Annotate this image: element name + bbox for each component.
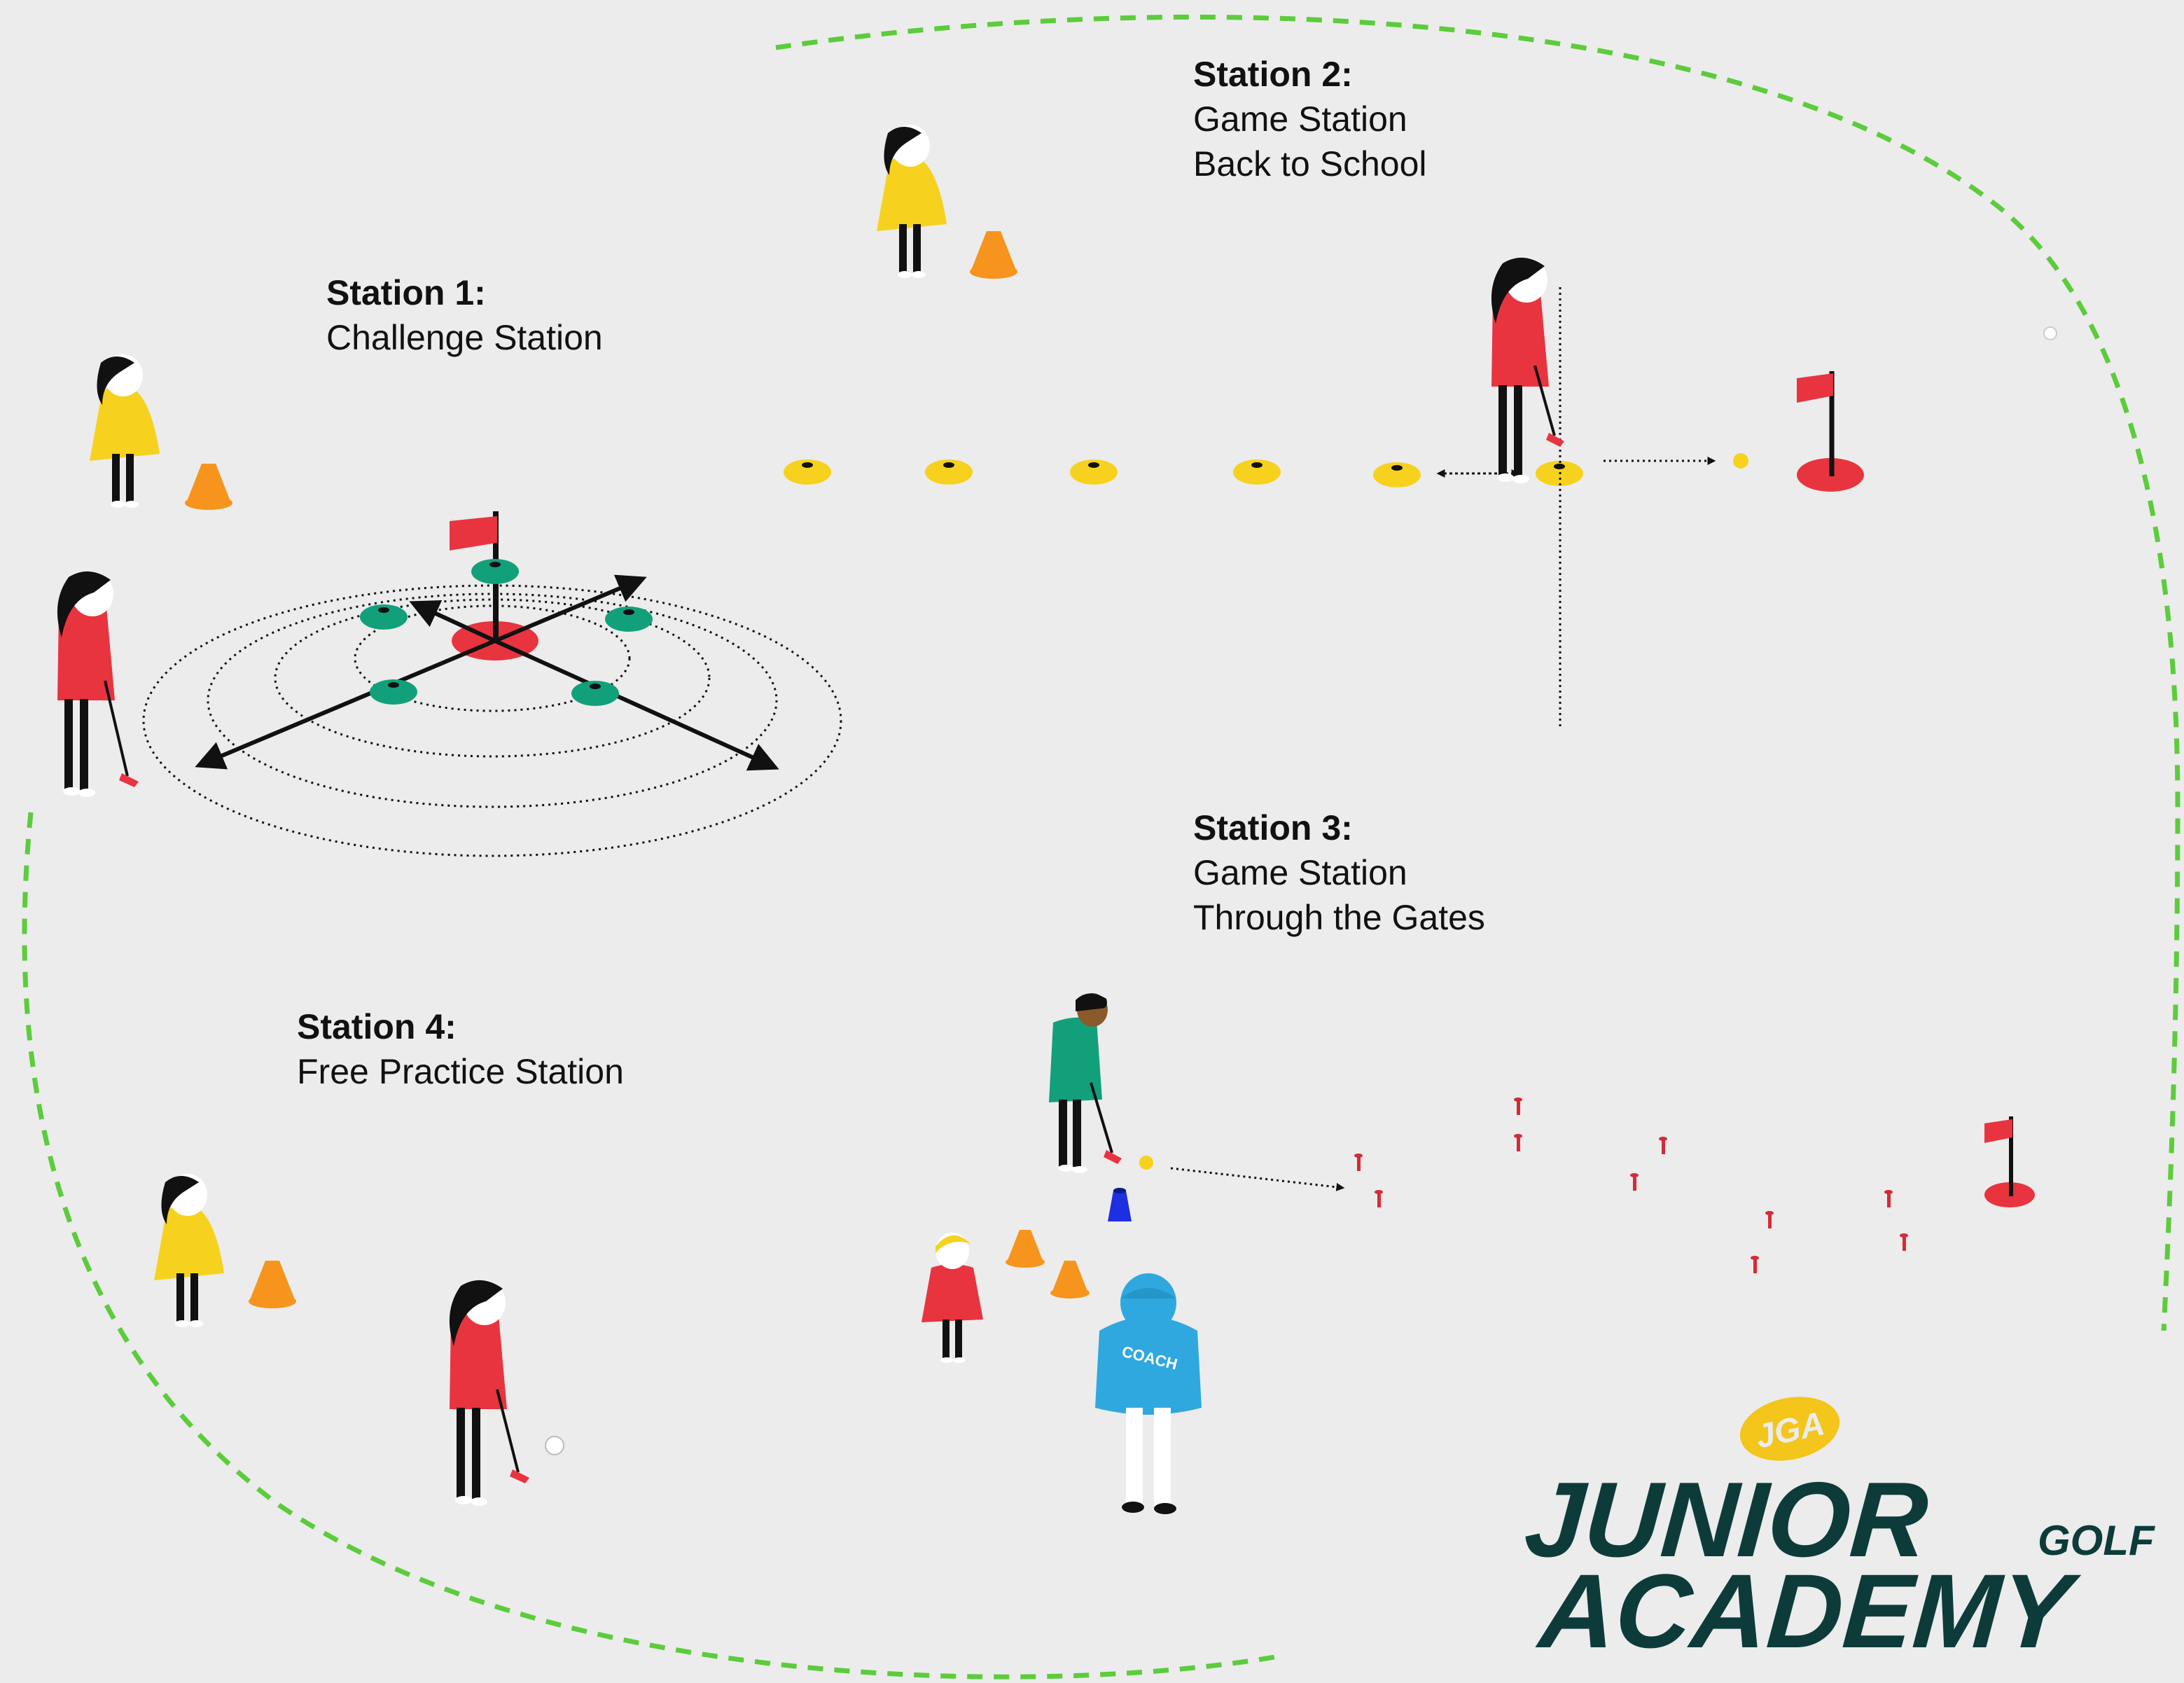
target-ring-3 [207, 593, 778, 808]
station-3-layout [1108, 1097, 2035, 1273]
disc-cone [1373, 462, 1421, 487]
station-4-label: Station 4: Free Practice Station [297, 1004, 624, 1094]
player-putting-red [57, 571, 139, 797]
disc-cone [471, 559, 519, 584]
player-waiting-yellow [877, 125, 947, 278]
player-waiting-yellow [90, 354, 160, 508]
station-2-name: Back to School [1193, 144, 1427, 183]
disc-cone [925, 459, 973, 485]
target-ring-4 [142, 584, 842, 857]
target-ring-1 [354, 604, 631, 712]
tee [1765, 1211, 1774, 1228]
tee [1751, 1256, 1759, 1273]
yellow-disc-cones [784, 459, 1583, 487]
disc-cone [784, 459, 831, 485]
green-disc-cones [360, 559, 653, 706]
tee [1630, 1173, 1639, 1191]
station-2-title: Station 2: [1193, 55, 1353, 94]
arrow-ne [494, 574, 647, 643]
station-4-name: Free Practice Station [297, 1052, 624, 1091]
station-1-name: Challenge Station [326, 318, 603, 357]
coach-figure: COACH [1095, 1273, 1202, 1514]
target-ring-2 [274, 598, 711, 758]
logo-word-academy: ACADEMY [1533, 1552, 2083, 1670]
orange-cones [185, 231, 1090, 1308]
marker-cone [185, 464, 232, 510]
station-1-target [142, 511, 842, 857]
station-2-label: Station 2: Game Station Back to School [1193, 52, 1427, 186]
junior-golf-academy-logo: JGA JUNIOR GOLF ACADEMY [1521, 1397, 2155, 1670]
tee [1514, 1134, 1522, 1151]
marker-cone [1050, 1261, 1090, 1298]
boundary-arc-bottom-left [22, 812, 1275, 1679]
logo-badge: JGA [1739, 1397, 1840, 1461]
golf-ball [545, 1436, 564, 1455]
tee [1375, 1190, 1383, 1207]
player-putting-red [1491, 257, 1564, 483]
golf-ball [2043, 326, 2057, 340]
disc-cone [360, 604, 408, 630]
logo-word-junior: JUNIOR [1521, 1460, 1931, 1579]
blue-cup-marker [1108, 1191, 1132, 1221]
putt-path [1170, 1167, 1345, 1191]
marker-cone [1006, 1230, 1045, 1268]
station-1-title: Station 1: [326, 273, 486, 312]
player-putting-red [449, 1280, 529, 1506]
station-2-layout [784, 287, 2057, 728]
hole-flag-station-3 [1984, 1116, 2035, 1207]
golf-ball [1139, 1156, 1153, 1170]
player-putting-green [1049, 993, 1122, 1173]
station-4-title: Station 4: [297, 1007, 457, 1046]
player-waiting-yellow [154, 1174, 224, 1327]
gate-tees [1354, 1097, 1908, 1273]
disc-cone [370, 679, 417, 705]
disc-cone [571, 681, 619, 706]
arrow-sw [195, 639, 496, 770]
tee [1884, 1190, 1893, 1207]
player-waiting-red [921, 1233, 983, 1363]
arrow-se [494, 639, 779, 771]
station-3-label: Station 3: Game Station Through the Gate… [1193, 805, 1485, 940]
tee [1354, 1154, 1363, 1171]
tee [1900, 1233, 1908, 1251]
logo-word-golf: GOLF [2038, 1517, 2155, 1564]
station-3-title: Station 3: [1193, 808, 1353, 847]
practice-area-boundary [22, 14, 2180, 1679]
golf-ball [1733, 453, 1748, 469]
station-3-name: Through the Gates [1193, 898, 1485, 937]
hole-flag-station-2 [1797, 371, 1864, 492]
marker-cone [249, 1261, 296, 1308]
marker-cone [970, 231, 1017, 279]
disc-cone [1070, 459, 1118, 485]
tee [1514, 1097, 1522, 1115]
station-3-type: Game Station [1193, 853, 1407, 892]
disc-cone [605, 607, 653, 632]
station-2-type: Game Station [1193, 99, 1407, 139]
disc-cone [1233, 459, 1281, 485]
boundary-arc-top-right [775, 14, 2180, 1331]
arrow-nw [409, 600, 496, 643]
station-1-label: Station 1: Challenge Station [326, 270, 603, 360]
tee [1659, 1137, 1667, 1154]
